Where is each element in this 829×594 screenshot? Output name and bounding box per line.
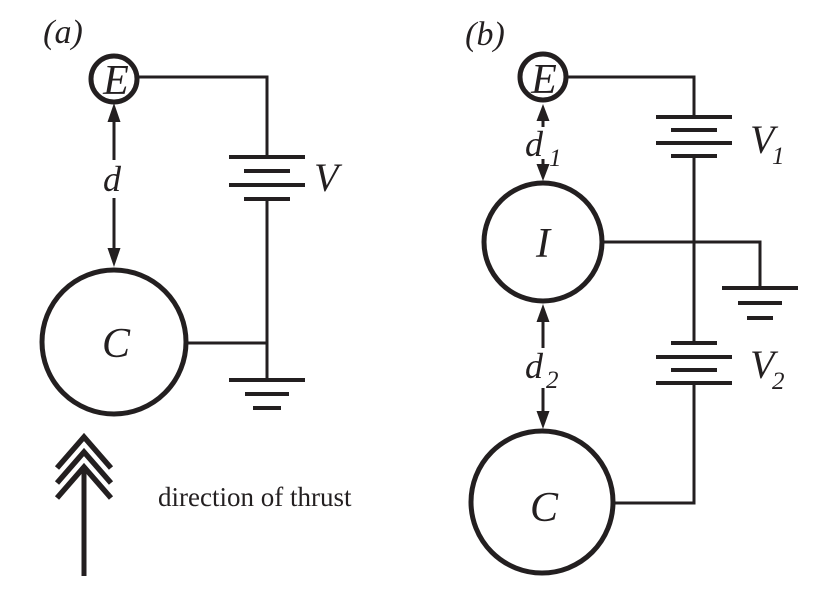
panel-a: (a) V E C d [39, 14, 352, 576]
emitter-electrode-label-a: E [102, 58, 129, 104]
wire-emitter-to-battery-a [137, 75, 269, 157]
gap2-distance-subscript: 2 [546, 367, 559, 394]
thrust-chevron-1 [54, 432, 114, 470]
gap2-distance-label: d [525, 346, 544, 386]
gap-distance-arrow-a [107, 103, 121, 267]
emitter-electrode-circle-b [517, 51, 569, 103]
gap-distance-label-a: d [103, 159, 122, 199]
battery-v1-subscript: 1 [772, 143, 785, 170]
emitter-electrode-label-b: E [530, 57, 557, 103]
collector-electrode-circle-b [468, 428, 616, 576]
gap1-distance-subscript: 1 [549, 145, 562, 172]
battery-v2-label: V [750, 342, 779, 387]
thrust-caption: direction of thrust [158, 482, 352, 512]
arrowhead-up-d1 [536, 104, 550, 121]
battery-v2-subscript: 2 [772, 368, 785, 395]
battery-v [229, 155, 305, 201]
wire-intermediate-to-ground-b [602, 240, 762, 288]
gap1-distance-label: d [525, 124, 544, 164]
panel-b: (b) V 1 V 2 E [465, 16, 798, 576]
battery-v1 [656, 115, 732, 158]
intermediate-electrode-label-b: I [535, 221, 552, 267]
collector-electrode-label-a: C [102, 321, 131, 367]
arrowhead-down-d2 [536, 411, 550, 429]
arrowhead-up-d2 [536, 304, 550, 322]
wire-battery2-to-collector-b [613, 383, 696, 505]
thrust-arrow [54, 432, 114, 576]
thrust-chevron-2 [54, 447, 114, 485]
wire-emitter-to-battery1-b [566, 75, 696, 117]
arrowhead-down-a [107, 248, 121, 267]
thrust-chevron-3 [54, 462, 114, 500]
ground-symbol-a [229, 378, 305, 410]
arrowhead-up-a [107, 103, 121, 122]
battery-v1-label: V [750, 117, 779, 162]
battery-v-label: V [314, 155, 343, 200]
emitter-electrode-circle-a [88, 53, 140, 105]
ground-symbol-b [722, 286, 798, 320]
panel-b-tag: (b) [465, 16, 505, 53]
panel-a-tag: (a) [43, 14, 83, 51]
arrowhead-down-d1 [536, 164, 550, 181]
battery-v2 [656, 341, 732, 385]
collector-electrode-label-b: C [530, 485, 559, 531]
gap1-distance-arrow-b [536, 104, 550, 181]
gap2-distance-arrow-b [536, 304, 550, 429]
collector-electrode-circle-a [39, 267, 189, 417]
intermediate-electrode-circle-b [481, 180, 605, 304]
